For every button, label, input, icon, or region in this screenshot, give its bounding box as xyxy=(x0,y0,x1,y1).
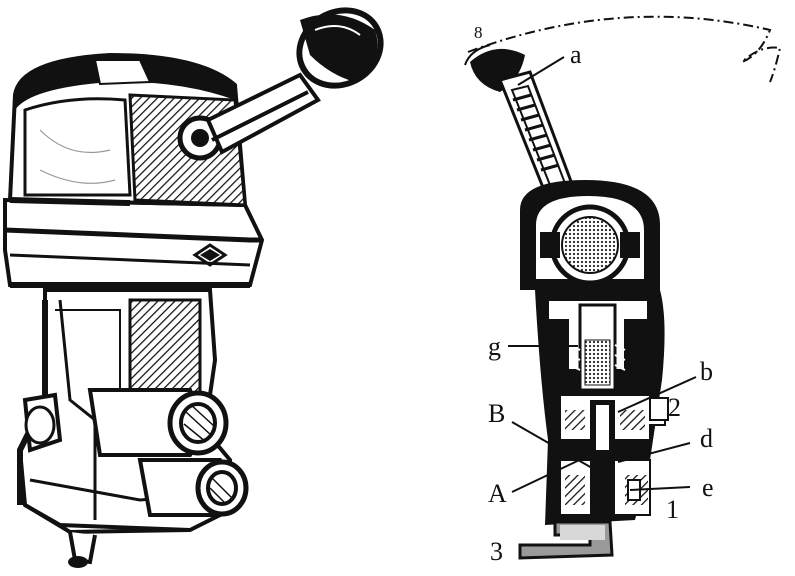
cap-section xyxy=(520,180,660,290)
label-1: 1 xyxy=(666,495,679,524)
lever-knob xyxy=(296,7,384,89)
label-a: a xyxy=(570,40,582,69)
valve-exterior-view xyxy=(3,7,384,568)
lever-travel-arc xyxy=(467,15,782,83)
lower-port xyxy=(137,458,249,517)
lever-spring-tube xyxy=(497,70,580,212)
label-3: 3 xyxy=(490,537,503,566)
label-b: b xyxy=(700,357,713,386)
label-g: g xyxy=(488,332,501,361)
label-2: 2 xyxy=(668,393,681,422)
label-A: A xyxy=(488,479,507,508)
label-d: d xyxy=(700,424,713,453)
label-e: e xyxy=(702,473,714,502)
hand-lever xyxy=(177,7,384,161)
arc-mark-label: 8 xyxy=(474,23,483,42)
label-B: B xyxy=(488,399,505,428)
valve-cross-section: 8 xyxy=(464,15,782,566)
body-section xyxy=(518,290,669,560)
leader-lines xyxy=(508,56,697,493)
upper-port xyxy=(87,388,229,457)
